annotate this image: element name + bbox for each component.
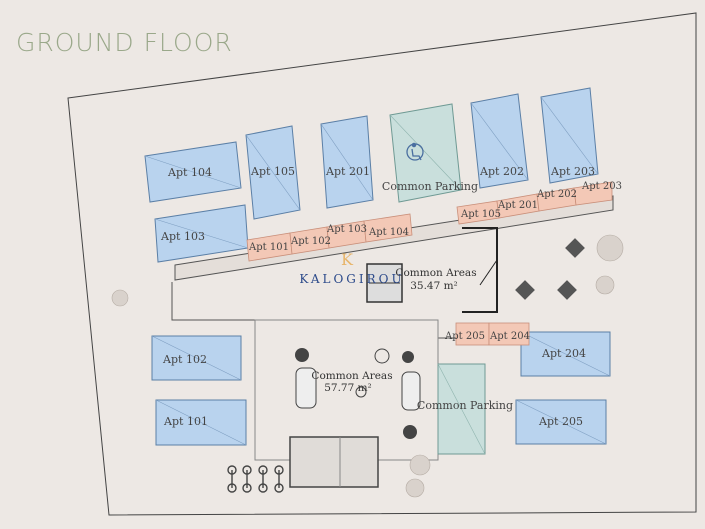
- stair: [462, 227, 498, 313]
- common-area-name: Common Areas: [395, 267, 476, 279]
- wheelchair-icon: [406, 142, 424, 161]
- parking-label: Apt 104: [167, 166, 212, 179]
- storage-label: Apt 205: [444, 331, 485, 342]
- parking-diagonal: [320, 123, 374, 201]
- storage-label: Apt 105: [460, 209, 501, 220]
- parking-label: Apt 102: [162, 353, 207, 366]
- parking-diagonal: [437, 363, 486, 455]
- common-parking-label: Common Parking: [382, 180, 478, 193]
- parking-label: Apt 201: [325, 165, 370, 178]
- storage-unit[interactable]: [573, 181, 613, 206]
- brand-name: KALOGIROU: [299, 272, 404, 286]
- entrance-block: [289, 436, 379, 488]
- storage-unit[interactable]: [363, 213, 413, 243]
- stair-line: [479, 259, 498, 286]
- common-parking-label: Common Parking: [417, 399, 513, 412]
- common-area-size: 57.77 m²: [324, 382, 372, 394]
- tree-icon: [295, 348, 417, 439]
- plot-boundary: [67, 12, 697, 516]
- storage-unit[interactable]: [488, 322, 530, 346]
- bicycle-icon: [227, 465, 284, 493]
- parking-diagonal: [470, 102, 529, 181]
- parking-diagonal: [515, 399, 607, 445]
- parking-diagonal: [144, 155, 242, 189]
- parking-label: Apt 202: [479, 165, 524, 178]
- storage-label: Apt 204: [489, 331, 530, 342]
- tree-icon: [111, 234, 624, 498]
- parking-diagonal: [154, 218, 249, 249]
- storage-label: Apt 102: [290, 236, 331, 247]
- storage-label: Apt 104: [368, 227, 409, 238]
- parking-label: Apt 203: [550, 165, 595, 178]
- parking-label: Apt 101: [163, 415, 208, 428]
- parking-diagonal: [151, 335, 242, 381]
- parking-label: Apt 105: [250, 165, 295, 178]
- storage-label: Apt 101: [248, 242, 289, 253]
- parking-diagonal: [155, 399, 247, 446]
- parking-diagonal: [245, 134, 301, 211]
- parking-label: Apt 205: [538, 415, 583, 428]
- parking-label: Apt 103: [160, 230, 205, 243]
- storage-label: Apt 202: [536, 189, 577, 200]
- storage-label: Apt 103: [326, 224, 367, 235]
- storage-label: Apt 201: [497, 200, 538, 211]
- common-area-size: 35.47 m²: [410, 280, 458, 292]
- floor-title: GROUND FLOOR: [16, 28, 233, 57]
- table-chairs-icon: [515, 238, 585, 300]
- common-area-name: Common Areas: [311, 370, 392, 382]
- storage-label: Apt 203: [581, 181, 622, 192]
- parking-diagonal: [389, 114, 462, 191]
- parking-diagonal: [540, 96, 599, 175]
- parking-diagonal: [520, 331, 611, 377]
- sofa-icon: [295, 348, 421, 411]
- brand-initial: K: [341, 250, 354, 269]
- parking-label: Apt 204: [541, 347, 586, 360]
